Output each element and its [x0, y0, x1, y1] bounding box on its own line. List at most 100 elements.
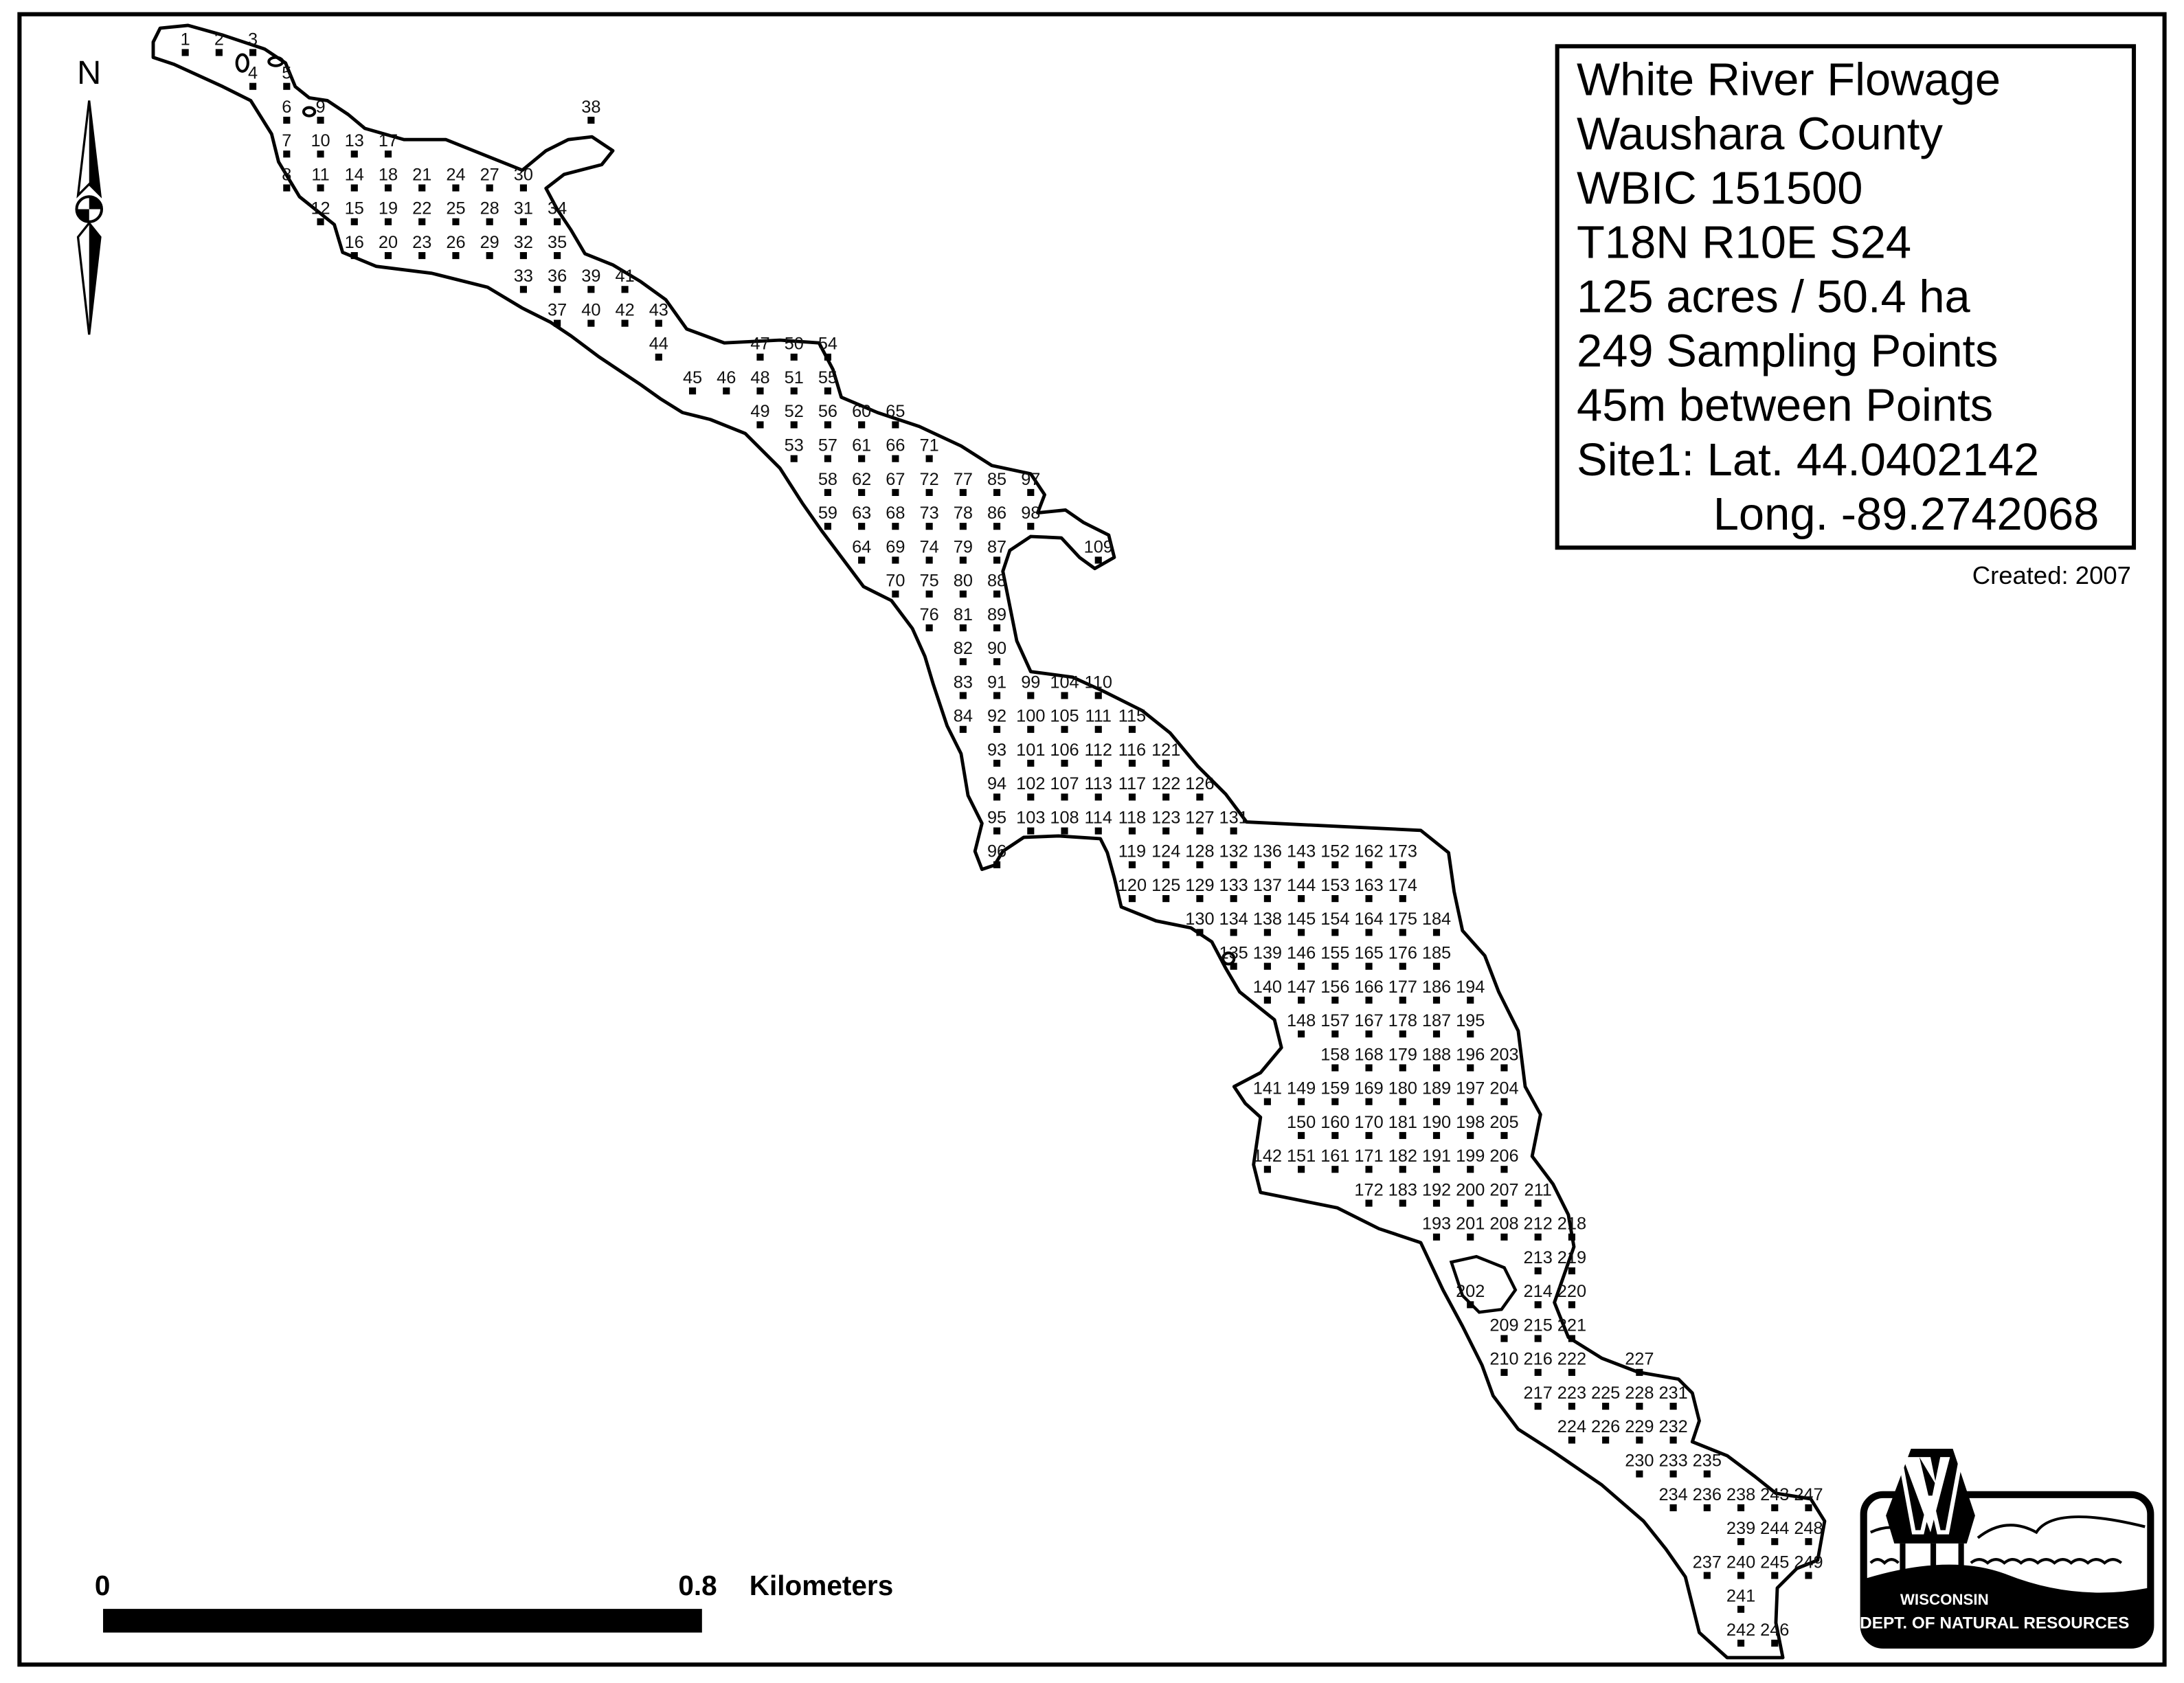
- sampling-point-marker: [1467, 1166, 1474, 1173]
- sampling-point-label: 18: [379, 165, 398, 184]
- wdnr-logo: WISCONSIN DEPT. OF NATURAL RESOURCES: [1860, 1448, 2154, 1649]
- scale-end: 0.8: [678, 1570, 717, 1601]
- sampling-point-label: 238: [1726, 1485, 1755, 1504]
- sampling-point-marker: [1128, 895, 1136, 903]
- sampling-point-label: 54: [818, 335, 837, 354]
- sampling-point-label: 13: [345, 131, 364, 150]
- north-arrow: N: [75, 54, 104, 335]
- sampling-point-marker: [1467, 1064, 1474, 1072]
- sampling-point-marker: [1399, 895, 1406, 903]
- sampling-point-label: 202: [1456, 1282, 1485, 1301]
- sampling-point-label: 89: [987, 605, 1006, 624]
- sampling-point-marker: [925, 624, 933, 632]
- sampling-point-label: 98: [1021, 504, 1040, 523]
- sampling-point-label: 239: [1726, 1519, 1755, 1538]
- sampling-point-marker: [1467, 1131, 1474, 1140]
- sampling-point-label: 71: [920, 436, 939, 455]
- sampling-point-label: 134: [1219, 910, 1248, 929]
- sampling-point-label: 48: [750, 368, 769, 387]
- sampling-point-label: 194: [1456, 978, 1485, 997]
- sampling-point-marker: [959, 488, 967, 496]
- sampling-point-label: 148: [1287, 1011, 1316, 1030]
- scale-bar: 0 0.8 Kilometers: [95, 1570, 893, 1633]
- sampling-point-label: 184: [1422, 910, 1451, 929]
- sampling-point-label: 163: [1354, 876, 1383, 895]
- sampling-point-label: 237: [1693, 1552, 1722, 1572]
- sampling-point-marker: [1737, 1572, 1745, 1579]
- sampling-point-marker: [1061, 759, 1068, 767]
- sampling-point-marker: [418, 251, 426, 260]
- sampling-point-label: 149: [1287, 1079, 1316, 1098]
- sampling-point-marker: [384, 184, 392, 192]
- sampling-point-marker: [1331, 996, 1339, 1004]
- sampling-point-label: 233: [1658, 1452, 1687, 1471]
- sampling-point-marker: [1432, 1166, 1441, 1173]
- sampling-point-marker: [1771, 1504, 1779, 1511]
- sampling-point-label: 246: [1760, 1620, 1789, 1640]
- sampling-point-marker: [993, 759, 1001, 767]
- sampling-point-marker: [1061, 725, 1068, 733]
- sampling-point-marker: [1365, 1030, 1373, 1038]
- sampling-point-label: 188: [1422, 1045, 1451, 1064]
- sampling-point-marker: [452, 218, 460, 225]
- sampling-point-label: 232: [1658, 1417, 1687, 1436]
- sampling-point-marker: [519, 218, 527, 225]
- sampling-point-marker: [1568, 1436, 1575, 1444]
- sampling-point-marker: [1771, 1639, 1779, 1647]
- sampling-point-label: 30: [514, 165, 533, 184]
- sampling-point-marker: [519, 184, 527, 192]
- sampling-point-label: 209: [1489, 1315, 1518, 1335]
- sampling-point-marker: [1432, 962, 1441, 970]
- sampling-point-label: 67: [886, 470, 905, 489]
- sampling-point-marker: [1467, 1030, 1474, 1038]
- sampling-point-label: 171: [1354, 1147, 1383, 1166]
- sampling-point-label: 59: [818, 504, 837, 523]
- sampling-point-label: 91: [987, 673, 1006, 692]
- sampling-point-label: 230: [1625, 1452, 1654, 1471]
- sampling-point-label: 58: [818, 470, 837, 489]
- sampling-point-label: 43: [649, 300, 668, 319]
- sampling-point-label: 107: [1050, 774, 1079, 793]
- sampling-point-marker: [1771, 1538, 1779, 1546]
- sampling-point-marker: [587, 319, 595, 327]
- sampling-point-label: 128: [1185, 842, 1214, 861]
- sampling-point-marker: [1669, 1436, 1677, 1444]
- sampling-point-label: 208: [1489, 1215, 1518, 1234]
- sampling-point-label: 164: [1354, 910, 1383, 929]
- sampling-point-marker: [1263, 1166, 1271, 1173]
- sampling-point-label: 50: [785, 335, 804, 354]
- sampling-point-marker: [1500, 1131, 1508, 1140]
- sampling-point-marker: [655, 353, 662, 361]
- sampling-point-marker: [1331, 1064, 1339, 1072]
- sampling-point-marker: [1263, 861, 1271, 868]
- sampling-point-label: 210: [1489, 1350, 1518, 1369]
- sampling-point-label: 174: [1388, 876, 1417, 895]
- sampling-point-label: 224: [1557, 1417, 1586, 1436]
- sampling-point-marker: [1331, 861, 1339, 868]
- sampling-point-label: 199: [1456, 1147, 1485, 1166]
- sampling-point-label: 23: [412, 233, 431, 252]
- sampling-point-label: 122: [1151, 774, 1180, 793]
- sampling-point-marker: [925, 455, 933, 462]
- sampling-point-marker: [1331, 1098, 1339, 1105]
- sampling-point-marker: [1298, 996, 1305, 1004]
- sampling-point-marker: [1568, 1368, 1575, 1376]
- sampling-point-label: 6: [282, 98, 291, 117]
- sampling-point-marker: [959, 590, 967, 598]
- sampling-point-marker: [1602, 1403, 1610, 1410]
- sampling-point-marker: [1432, 1098, 1441, 1105]
- sampling-point-marker: [554, 319, 561, 327]
- sampling-point-label: 60: [852, 402, 871, 421]
- sampling-point-label: 200: [1456, 1180, 1485, 1199]
- sampling-point-label: 185: [1422, 944, 1451, 963]
- sampling-point-label: 114: [1085, 808, 1112, 827]
- sampling-point-label: 217: [1524, 1383, 1553, 1403]
- sampling-point-label: 5: [282, 64, 291, 83]
- sampling-point-marker: [486, 184, 493, 192]
- sampling-point-marker: [283, 150, 291, 158]
- sampling-point-label: 212: [1524, 1215, 1553, 1234]
- sampling-point-label: 116: [1118, 741, 1146, 760]
- sampling-point-marker: [1298, 1166, 1305, 1173]
- sampling-point-label: 7: [282, 131, 291, 150]
